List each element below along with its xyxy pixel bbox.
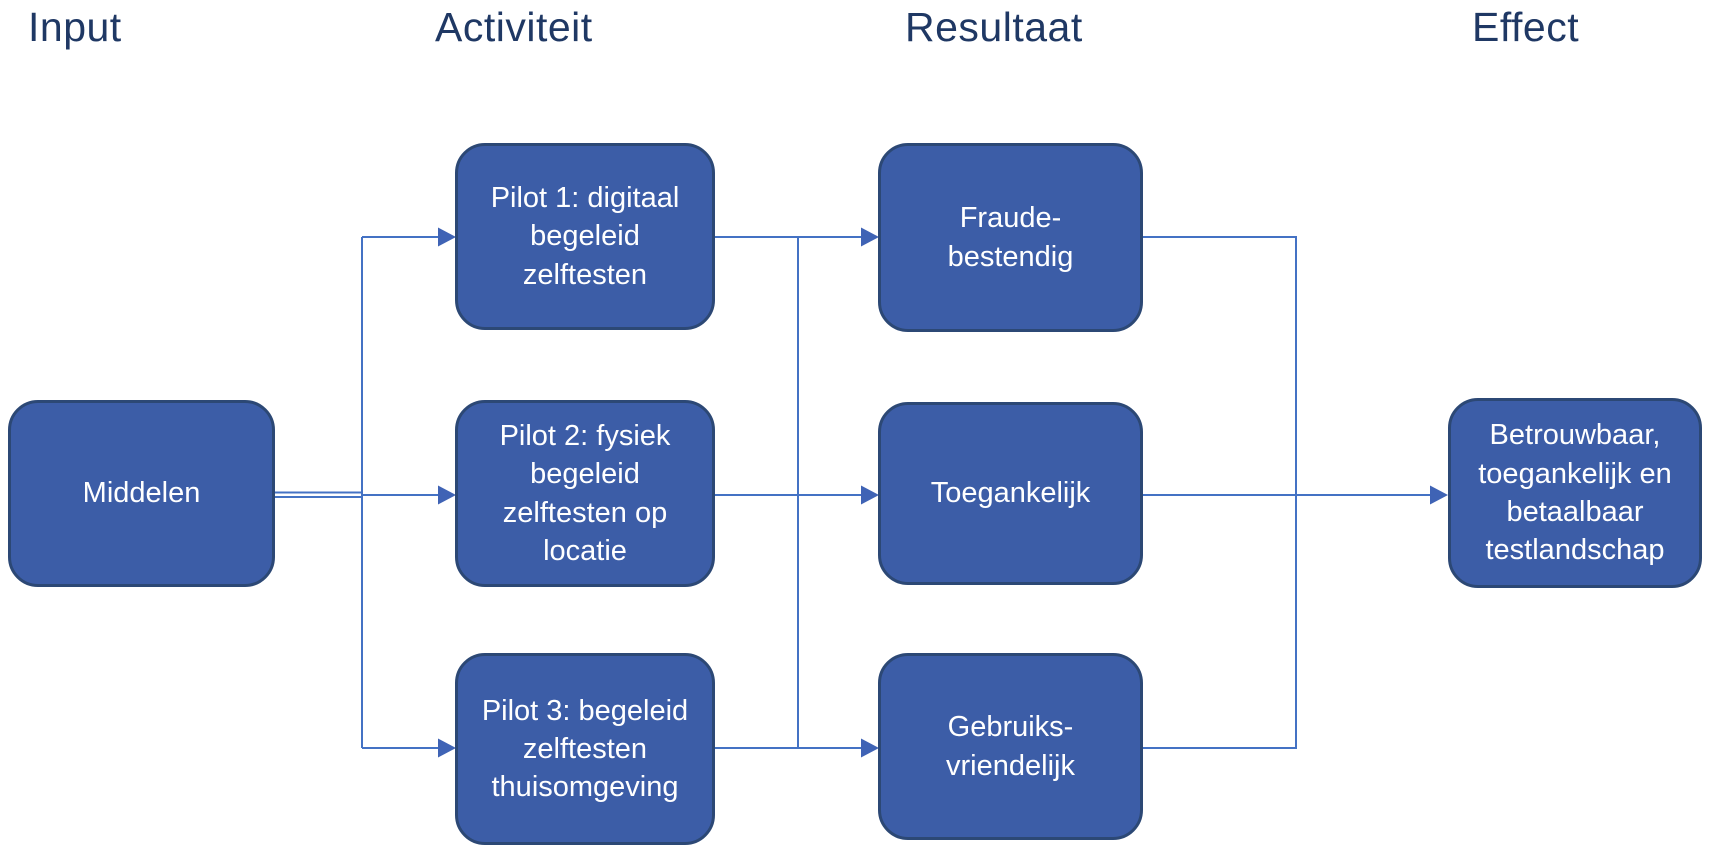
column-header-resultaat: Resultaat [905, 4, 1083, 50]
node-pilot-2-fysiek: Pilot 2: fysiek begeleid zelftesten op l… [455, 400, 715, 587]
connector-middelen-to-pilots [275, 227, 456, 758]
node-gebruiksvriendelijk: Gebruiks- vriendelijk [878, 653, 1143, 840]
node-pilot-3-thuisomgeving: Pilot 3: begeleid zelftesten thuisomgevi… [455, 653, 715, 845]
column-header-input: Input [28, 4, 122, 50]
connector-results-to-effect [1143, 236, 1448, 749]
node-middelen: Middelen [8, 400, 275, 587]
node-toegankelijk: Toegankelijk [878, 402, 1143, 585]
node-fraudebestendig: Fraude- bestendig [878, 143, 1143, 332]
column-header-activiteit: Activiteit [435, 4, 593, 50]
node-pilot-1-digitaal: Pilot 1: digitaal begeleid zelftesten [455, 143, 715, 330]
node-effect-testlandschap: Betrouwbaar, toegankelijk en betaalbaar … [1448, 398, 1702, 588]
connector-pilots-to-results [715, 227, 879, 758]
column-header-effect: Effect [1472, 4, 1580, 50]
